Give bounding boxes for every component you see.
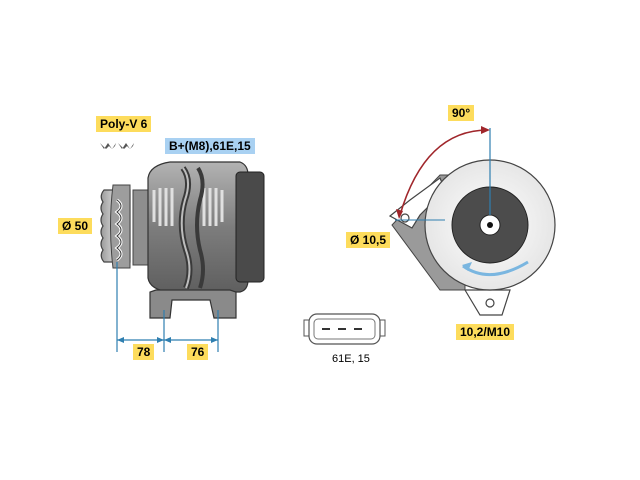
hole-diameter-label: Ø 10,5	[346, 232, 391, 248]
connector-label: 61E, 15	[332, 353, 370, 365]
dimension-right-label: 76	[187, 344, 209, 360]
pulley	[100, 184, 131, 269]
alternator-side-view	[132, 161, 265, 319]
connector-plug-icon	[303, 313, 386, 345]
angle-label: 90°	[448, 105, 475, 121]
alternator-front-view	[388, 126, 556, 316]
dimension-lines	[116, 262, 219, 352]
belt-type-label: Poly-V 6	[96, 116, 152, 132]
cooling-fins	[152, 188, 224, 226]
dimension-left-label: 78	[133, 344, 155, 360]
mount-thread-label: 10,2/M10	[456, 324, 515, 340]
terminal-label: B+(M8),61E,15	[165, 138, 255, 154]
angle-arc	[399, 129, 489, 216]
poly-v-belt-icon	[100, 143, 134, 149]
pulley-diameter-label: Ø 50	[58, 218, 93, 234]
